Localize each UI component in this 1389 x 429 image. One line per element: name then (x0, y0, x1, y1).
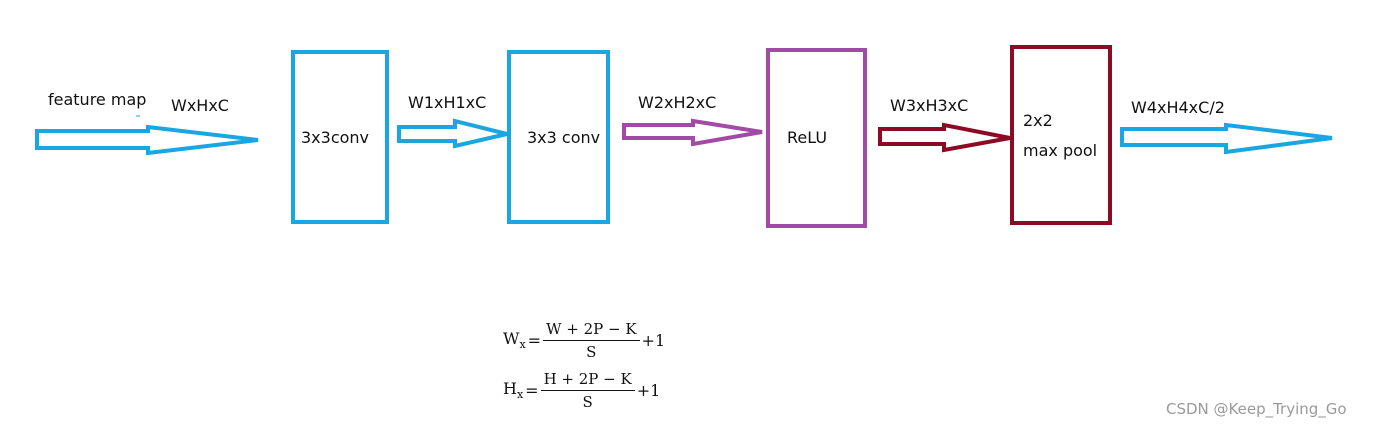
label-dim-input: WxHxC (171, 96, 229, 115)
block-maxpool (1010, 45, 1112, 225)
block-conv2 (507, 50, 610, 224)
formula-width-lhs: Wx (503, 329, 526, 352)
label-block-pool-line2: max pool (1023, 141, 1098, 160)
arrow-conv1-to-conv2 (397, 118, 508, 149)
formula-width-numerator: W + 2P − K (543, 320, 640, 341)
formula-height-denominator: S (582, 393, 593, 411)
formula-height-tail: +1 (636, 381, 661, 400)
formula-width-equals: = (527, 331, 542, 350)
formula-height-equals: = (525, 381, 539, 400)
formula-height-fraction: H + 2P − K S (540, 370, 635, 411)
formula-height-lhs: Hx (503, 379, 524, 402)
label-block-pool-line1: 2x2 (1023, 111, 1053, 130)
label-dim-after-conv2: W2xH2xC (638, 93, 717, 112)
formula-width-denominator: S (586, 343, 597, 361)
block-conv1 (291, 50, 389, 224)
label-block-conv2: 3x3 conv (527, 128, 601, 147)
arrow-output (1120, 122, 1333, 155)
arrow-conv2-to-relu (622, 118, 763, 147)
label-dim-after-conv1: W1xH1xC (408, 93, 487, 112)
label-input-name: feature map (48, 90, 147, 109)
label-block-conv1: 3x3conv (301, 128, 370, 147)
formula-width: Wx = W + 2P − K S +1 (503, 320, 665, 361)
label-dim-output: W4xH4xC/2 (1131, 98, 1225, 117)
formula-width-fraction: W + 2P − K S (543, 320, 640, 361)
block-relu (766, 48, 867, 228)
arrow-input (35, 124, 259, 156)
watermark: CSDN @Keep_Trying_Go (1166, 400, 1347, 418)
formula-width-tail: +1 (641, 331, 666, 350)
formula-height-numerator: H + 2P − K (540, 370, 635, 391)
formula-height: Hx = H + 2P − K S +1 (503, 370, 660, 411)
label-block-relu: ReLU (787, 128, 828, 147)
label-dim-after-relu: W3xH3xC (890, 96, 969, 115)
arrow-relu-to-pool (878, 122, 1011, 153)
